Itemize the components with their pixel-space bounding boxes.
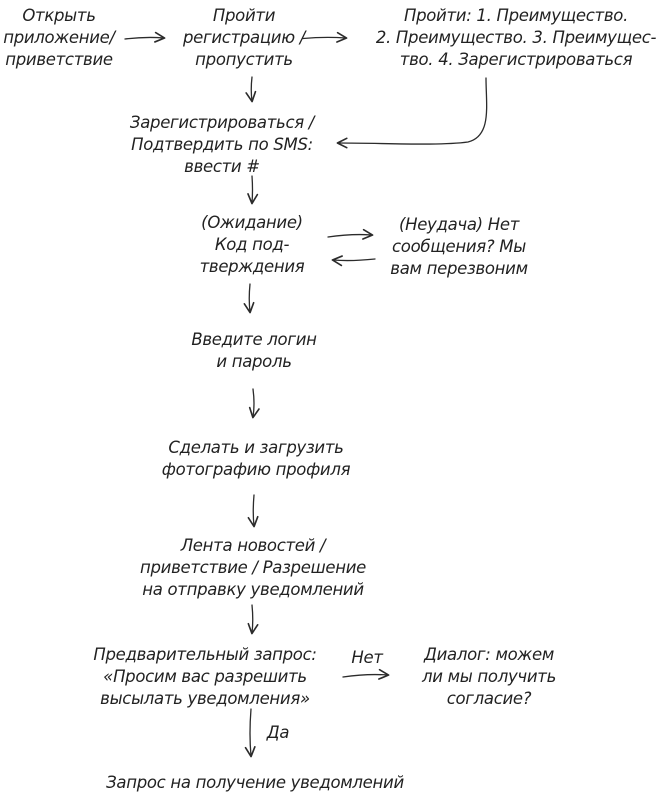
node-text-line: Зарегистрироваться / bbox=[129, 113, 315, 132]
node-dialog-consent: Диалог: можем ли мы получить согласие? bbox=[422, 644, 556, 710]
node-news-feed: Лента новостей / приветствие / Разрешени… bbox=[140, 535, 366, 601]
arrow-prerequest-to-request bbox=[244, 708, 256, 758]
node-text-line: Пройти bbox=[212, 6, 276, 25]
node-text-line: вам перезвоним bbox=[390, 259, 528, 278]
node-text-line: согласие? bbox=[446, 689, 532, 708]
node-text-line: тверждения bbox=[199, 257, 305, 276]
node-text-line: Предварительный запрос: bbox=[93, 645, 317, 664]
node-text-line: пропустить bbox=[195, 50, 293, 69]
node-profile-photo: Сделать и загрузить фотографию профиля bbox=[161, 437, 351, 481]
node-text-line: на отправку уведомлений bbox=[142, 580, 364, 599]
node-pre-request: Предварительный запрос: «Просим вас разр… bbox=[93, 644, 317, 710]
node-text-line: Открыть bbox=[22, 6, 96, 25]
node-text-line: ли мы получить bbox=[421, 667, 557, 686]
node-text-line: Пройти: 1. Преимущество. bbox=[403, 6, 629, 25]
node-text-line: регистрацию / bbox=[182, 28, 306, 47]
node-text-line: (Ожидание) bbox=[201, 213, 303, 232]
arrow-waiting-to-failure bbox=[327, 228, 374, 240]
arrow-photo-to-feed bbox=[247, 494, 259, 528]
node-waiting-code: (Ожидание) Код под- тверждения bbox=[200, 212, 305, 278]
arrow-benefits-to-sms-curve bbox=[336, 77, 488, 149]
node-text-line: тво. 4. Зарегистрироваться bbox=[399, 50, 633, 69]
node-text-line: приветствие bbox=[5, 50, 113, 69]
node-text-line: Лента новостей / bbox=[180, 536, 326, 555]
node-onboarding-benefits: Пройти: 1. Преимущество. 2. Преимущество… bbox=[376, 5, 656, 71]
node-text-line: сообщения? Мы bbox=[392, 237, 526, 256]
arrow-register-to-sms bbox=[245, 76, 257, 103]
arrow-open-to-register bbox=[124, 31, 166, 43]
edge-label-yes: Да bbox=[266, 723, 290, 742]
node-text-line: «Просим вас разрешить bbox=[103, 667, 307, 686]
edge-label-no: Нет bbox=[351, 648, 383, 667]
arrow-failure-to-waiting bbox=[331, 255, 376, 267]
node-text-line: Запрос на получение уведомлений bbox=[106, 773, 404, 792]
arrow-prerequest-to-dialog bbox=[342, 668, 390, 680]
node-text-line: Код под- bbox=[214, 235, 290, 254]
node-login-password: Введите логин и пароль bbox=[191, 329, 317, 373]
arrow-waiting-to-login bbox=[243, 283, 255, 314]
node-text-line: Подтвердить по SMS: bbox=[131, 135, 313, 154]
node-failure-callback: (Неудача) Нет сообщения? Мы вам перезвон… bbox=[390, 214, 528, 280]
node-text-line: ввести # bbox=[184, 157, 260, 176]
node-notification-request: Запрос на получение уведомлений bbox=[106, 772, 404, 794]
arrow-sms-to-waiting bbox=[247, 175, 259, 205]
arrow-feed-to-prerequest bbox=[247, 604, 259, 635]
node-text-line: (Неудача) Нет bbox=[398, 215, 520, 234]
node-text-line: фотографию профиля bbox=[161, 460, 351, 479]
node-open-app: Открыть приложение/ приветствие bbox=[3, 5, 115, 71]
node-text-line: высылать уведомления» bbox=[100, 689, 310, 708]
node-sms-confirm: Зарегистрироваться / Подтвердить по SMS:… bbox=[130, 112, 314, 178]
arrow-login-to-photo bbox=[248, 388, 260, 419]
node-text-line: Сделать и загрузить bbox=[168, 438, 344, 457]
node-text-line: 2. Преимущество. 3. Преимущес- bbox=[375, 28, 656, 47]
node-text-line: и пароль bbox=[216, 352, 292, 371]
arrow-register-to-benefits bbox=[302, 31, 348, 43]
node-register-or-skip: Пройти регистрацию / пропустить bbox=[183, 5, 305, 71]
node-text-line: приветствие / Разрешение bbox=[140, 558, 366, 577]
node-text-line: Введите логин bbox=[191, 330, 317, 349]
node-text-line: Диалог: можем bbox=[424, 645, 554, 664]
node-text-line: приложение/ bbox=[3, 28, 115, 47]
